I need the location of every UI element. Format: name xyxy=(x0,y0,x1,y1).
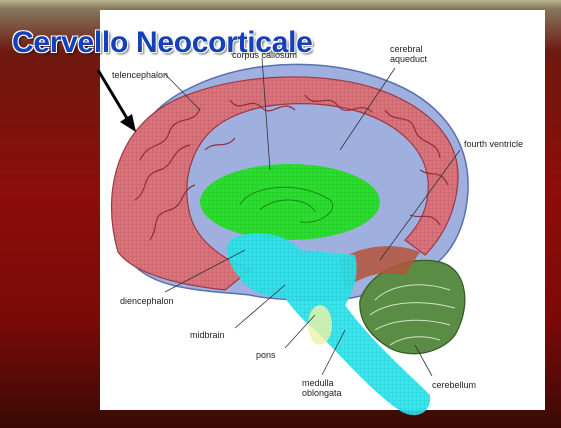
label-midbrain: midbrain xyxy=(190,330,225,340)
label-corpus-callosum: corpus callosum xyxy=(232,50,297,60)
label-medulla-line1: medulla xyxy=(302,378,334,388)
label-cerebral-aqueduct-line2: aqueduct xyxy=(390,54,427,64)
label-cerebral-aqueduct-line1: cerebral xyxy=(390,44,423,54)
label-fourth-ventricle: fourth ventricle xyxy=(464,139,523,149)
label-medulla-line2: oblongata xyxy=(302,388,342,398)
label-pons: pons xyxy=(256,350,276,360)
label-cerebellum: cerebellum xyxy=(432,380,476,390)
label-telencephalon: telencephalon xyxy=(112,70,168,80)
label-diencephalon: diencephalon xyxy=(120,296,174,306)
